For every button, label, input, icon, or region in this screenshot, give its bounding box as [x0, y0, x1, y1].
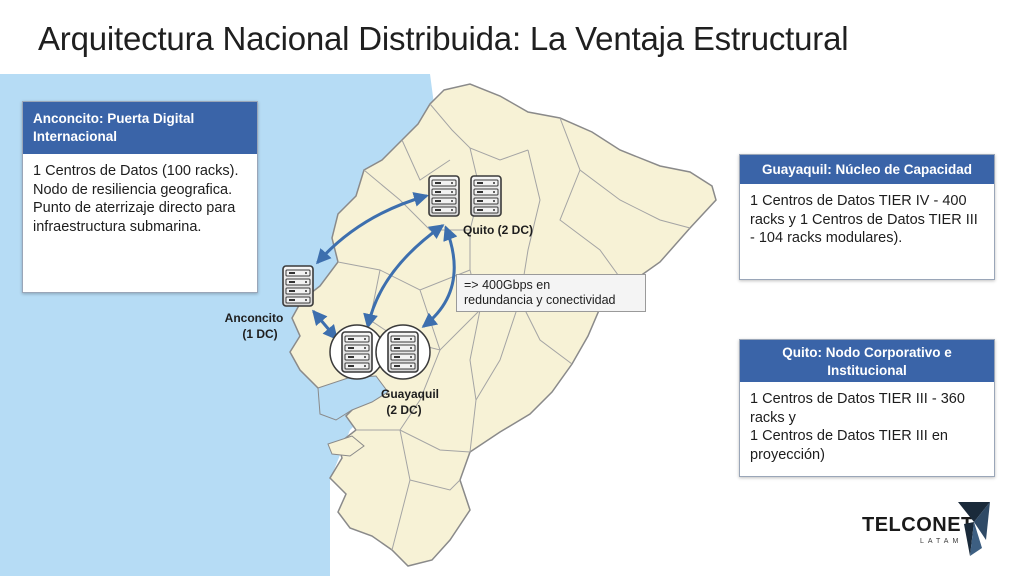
page-title: Arquitectura Nacional Distribuida: La Ve… [38, 20, 849, 57]
anconcito-card-header: Anconcito: Puerta Digital Internacional [23, 102, 257, 154]
logo-name: TELCONET [862, 514, 974, 536]
quito-card-line2: 1 Centros de Datos TIER III en proyecció… [750, 428, 948, 463]
quito-label: Quito (2 DC) [463, 223, 533, 237]
bandwidth-callout: => 400Gbps en redundancia y conectividad [456, 274, 646, 312]
quito-info-card: Quito: Nodo Corporativo e Institucional … [739, 339, 995, 477]
bandwidth-callout-line2: redundancia y conectividad [464, 293, 616, 307]
quito-card-line1: 1 Centros de Datos TIER III - 360 racks … [750, 391, 965, 426]
telconet-logo: TELCONET LATAM [862, 500, 1002, 562]
anconcito-label: Anconcito [225, 311, 284, 325]
guayaquil-card-header: Guayaquil: Núcleo de Capacidad [740, 155, 994, 184]
connection-arrows [312, 192, 458, 341]
quito-card-body: 1 Centros de Datos TIER III - 360 racks … [740, 382, 994, 472]
guayaquil-server-cluster [329, 324, 431, 380]
anconcito-card-body: 1 Centros de Datos (100 racks). Nodo de … [33, 163, 239, 235]
guayaquil-dc-count: (2 DC) [386, 403, 421, 417]
guayaquil-info-card: Guayaquil: Núcleo de Capacidad 1 Centros… [739, 154, 995, 280]
anconcito-server [282, 265, 314, 307]
bandwidth-callout-line1: => 400Gbps en [464, 278, 551, 292]
logo-sub: LATAM [920, 538, 963, 545]
guayaquil-card-body: 1 Centros de Datos TIER IV - 400 racks y… [750, 193, 978, 246]
puna-island [327, 435, 365, 457]
arrow-quito-guayaquil-right [421, 225, 458, 328]
quito-card-header: Quito: Nodo Corporativo e Institucional [740, 340, 994, 382]
arrow-anconcito-guayaquil [312, 309, 338, 341]
anconcito-dc-count: (1 DC) [242, 327, 277, 341]
anconcito-info-card: Anconcito: Puerta Digital Internacional … [22, 101, 258, 293]
arrow-anconcito-quito [316, 192, 429, 265]
logo-mark-icon [958, 502, 990, 556]
guayaquil-label: Guayaquil [381, 387, 439, 401]
